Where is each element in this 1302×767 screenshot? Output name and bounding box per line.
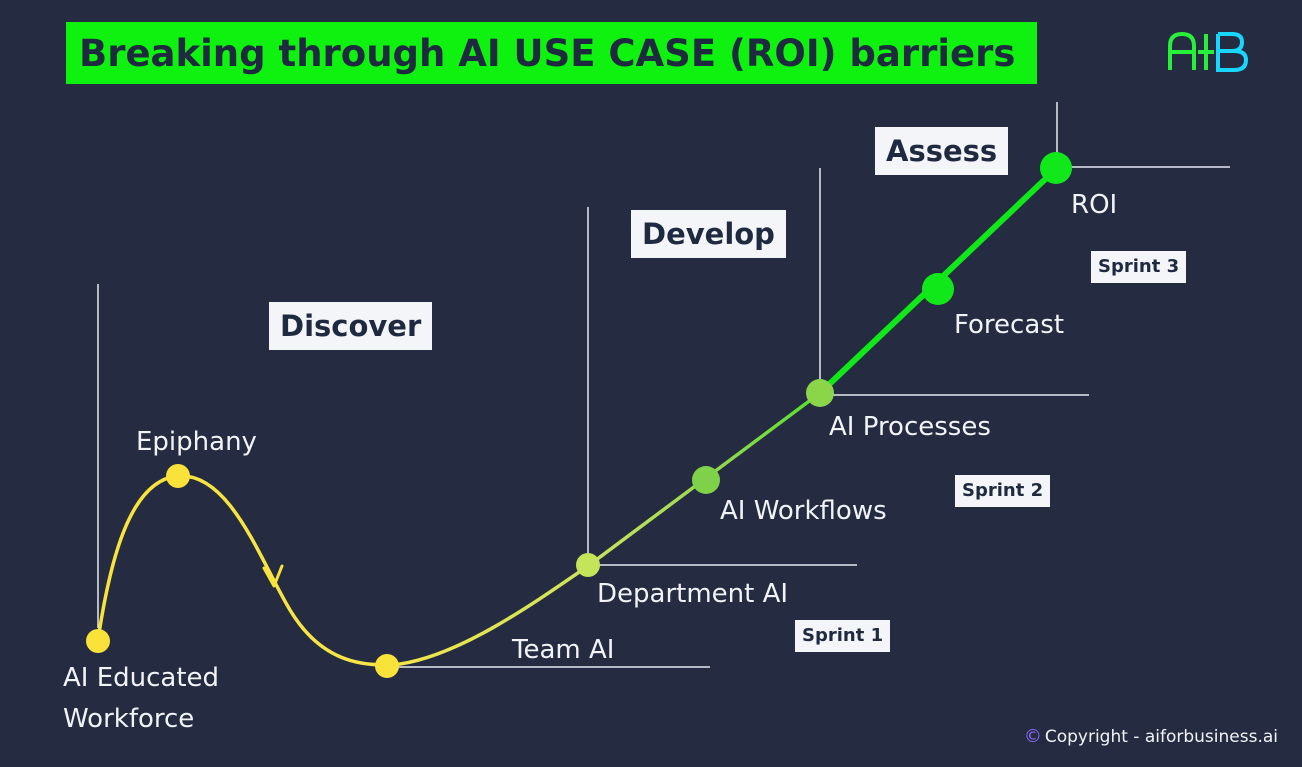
- phase-develop-label: Develop: [631, 210, 786, 258]
- node-label-epiphany: Epiphany: [136, 427, 257, 457]
- page-title: Breaking through AI USE CASE (ROI) barri…: [79, 31, 1016, 75]
- node-label-line: AI Educated: [63, 663, 220, 693]
- node-ai-processes: [806, 379, 834, 407]
- node-trough: [375, 654, 399, 678]
- node-label-ai-processes: AI Processes: [829, 412, 991, 442]
- node-label-ai-educated-workforce: AI Educated Workforce: [63, 658, 219, 740]
- title-banner: Breaking through AI USE CASE (ROI) barri…: [66, 22, 1037, 84]
- sprint-3-label: Sprint 3: [1091, 251, 1187, 283]
- aib-logo-mark: [1168, 31, 1249, 72]
- node-ai-educated-workforce: [86, 629, 110, 653]
- phase-assess-label: Assess: [875, 127, 1009, 175]
- phase-discover-label: Discover: [269, 302, 433, 350]
- copyright-notice: © Copyright - aiforbusiness.ai: [1024, 726, 1278, 747]
- node-label-department-ai: Department AI: [597, 579, 789, 609]
- sprint-1-label: Sprint 1: [795, 620, 891, 652]
- node-department-ai: [576, 553, 600, 577]
- sprint-2-label: Sprint 2: [955, 475, 1051, 507]
- journey-curve: [96, 166, 1059, 667]
- node-label-ai-workflows: AI Workflows: [720, 496, 887, 526]
- node-forecast: [922, 273, 954, 305]
- node-label-forecast: Forecast: [954, 310, 1065, 340]
- node-epiphany: [166, 464, 190, 488]
- node-ai-workflows: [692, 466, 720, 494]
- copyright-text: Copyright - aiforbusiness.ai: [1044, 726, 1278, 747]
- node-label-line: Workforce: [63, 704, 195, 734]
- copyright-icon: ©: [1023, 726, 1042, 747]
- node-roi: [1040, 152, 1072, 184]
- aib-logo: [1166, 30, 1250, 74]
- direction-arrow-icon: [262, 564, 284, 588]
- node-label-roi: ROI: [1071, 190, 1118, 220]
- node-label-team-ai: Team AI: [512, 635, 615, 665]
